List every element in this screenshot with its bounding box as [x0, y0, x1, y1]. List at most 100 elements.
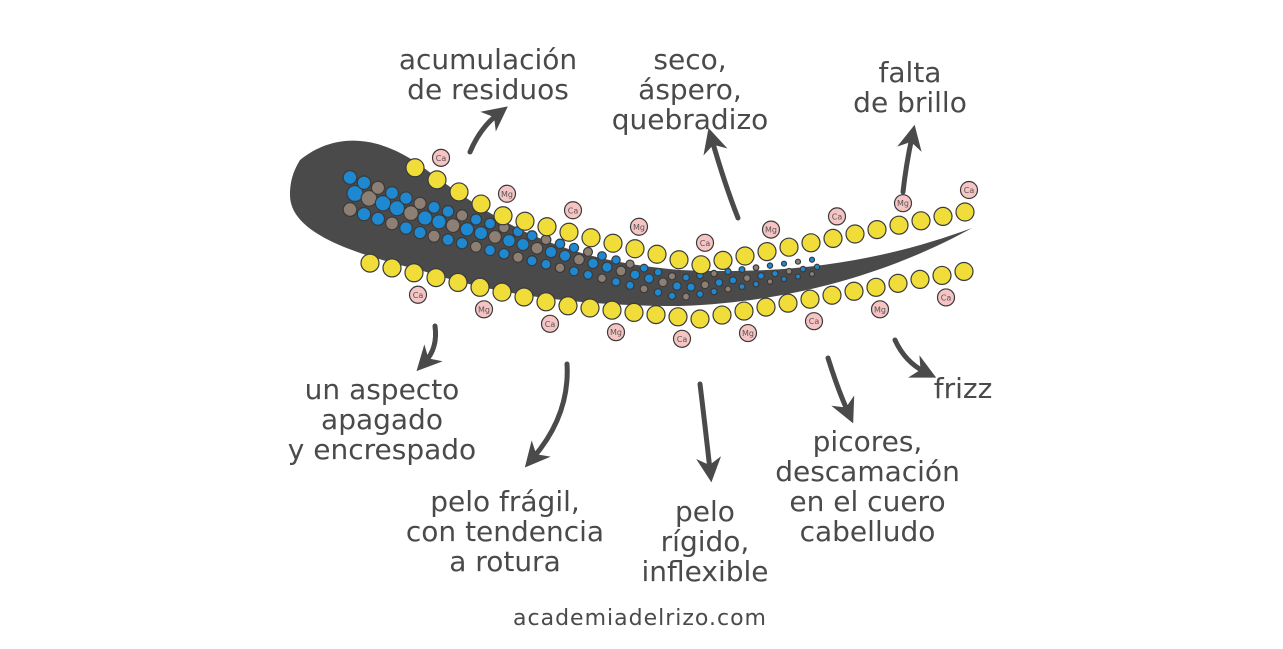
arrow-apagado [416, 323, 443, 372]
mineral-label: Mg [501, 190, 513, 199]
oil-bead [360, 253, 380, 273]
mineral-bead [497, 184, 517, 203]
label-line: seco, [653, 43, 727, 76]
oil-bead [493, 206, 513, 226]
oil-bead [889, 215, 909, 235]
residue-particle [625, 259, 635, 269]
mineral-label: Ca [700, 239, 711, 248]
mineral-label: Ca [832, 212, 843, 221]
label-line: áspero, [638, 73, 742, 106]
oil-bead [669, 250, 689, 270]
water-particle [757, 271, 765, 280]
oil-bead [426, 268, 446, 288]
residue-particle [469, 240, 483, 253]
water-particle [696, 290, 704, 299]
oil-bead [581, 228, 601, 248]
oil-bead [602, 300, 622, 320]
water-particle [554, 238, 566, 250]
oil-bead [779, 237, 799, 257]
oil-bead [515, 211, 535, 231]
water-particle [473, 225, 489, 241]
mineral-bead [761, 220, 781, 239]
residue-particle [752, 264, 760, 271]
oil-bead [647, 244, 667, 264]
water-particle [582, 269, 594, 280]
oil-bead [932, 265, 952, 286]
water-particle [568, 242, 580, 254]
oil-bead [845, 224, 865, 244]
water-particle [431, 214, 447, 230]
oil-bead [866, 277, 886, 297]
label-line: y encrespado [287, 433, 477, 466]
residue-particle [808, 270, 816, 278]
oil-bead [823, 228, 843, 248]
oil-bead [713, 250, 733, 270]
water-particle [399, 221, 413, 235]
residue-particle [540, 234, 552, 246]
mineral-bead [563, 201, 583, 220]
label-line: de brillo [853, 86, 967, 119]
oil-bead [514, 287, 534, 307]
water-particle [417, 210, 433, 226]
mineral-label: Mg [874, 305, 886, 314]
oil-bead [559, 222, 579, 242]
residue-particle [724, 285, 732, 293]
water-particle [728, 276, 738, 285]
water-particle [653, 288, 663, 297]
water-particle [587, 257, 599, 270]
oil-bead [690, 309, 710, 329]
water-particle [799, 265, 807, 273]
label-line: con tendencia [405, 515, 605, 548]
mineral-bead [629, 217, 649, 236]
residue-particle [403, 205, 419, 222]
water-particle [611, 255, 621, 265]
oil-bead [954, 261, 974, 282]
residue-particle [370, 180, 386, 195]
label-line: falta [878, 56, 942, 89]
residue-particle [658, 277, 668, 288]
arrow-rigido [696, 381, 722, 483]
label-line: quebradizo [611, 103, 769, 136]
oil-bead [735, 246, 755, 266]
water-particle [597, 251, 607, 261]
oil-bead [801, 233, 821, 253]
water-particle [681, 273, 691, 282]
water-particle [639, 263, 649, 273]
oil-bead [800, 289, 820, 309]
oil-bead [536, 292, 556, 312]
label-line: cabelludo [799, 515, 936, 548]
mineral-label: Ca [964, 186, 975, 195]
water-particle [643, 273, 655, 284]
label-residuos: acumulación de residuos [378, 45, 598, 105]
water-particle [629, 269, 641, 281]
oil-bead [822, 285, 842, 305]
water-particle [356, 206, 372, 222]
oil-bead [537, 217, 557, 237]
label-line: rígido, [660, 525, 750, 558]
water-particle [385, 186, 399, 200]
oil-bead [580, 298, 600, 318]
mineral-label: Ca [413, 291, 424, 300]
mineral-bead [408, 285, 428, 304]
mineral-bead [738, 323, 758, 343]
oil-bead [712, 305, 732, 325]
residue-particle [582, 246, 594, 257]
oil-bead [405, 158, 425, 178]
residue-particle [681, 292, 691, 301]
residue-particle [766, 278, 774, 285]
residue-particle [573, 253, 585, 266]
mineral-label: Mg [765, 226, 777, 235]
oil-bead [471, 194, 491, 214]
oil-bead [625, 239, 645, 259]
mineral-bead [936, 288, 956, 307]
water-particle [714, 278, 724, 287]
label-line: pelo frágil, [430, 485, 580, 518]
arrow-brillo [897, 124, 922, 195]
water-particle [370, 211, 386, 226]
residue-particle [413, 196, 427, 211]
mineral-bead [695, 233, 715, 252]
water-particle [441, 233, 455, 247]
oil-bead [734, 301, 754, 321]
